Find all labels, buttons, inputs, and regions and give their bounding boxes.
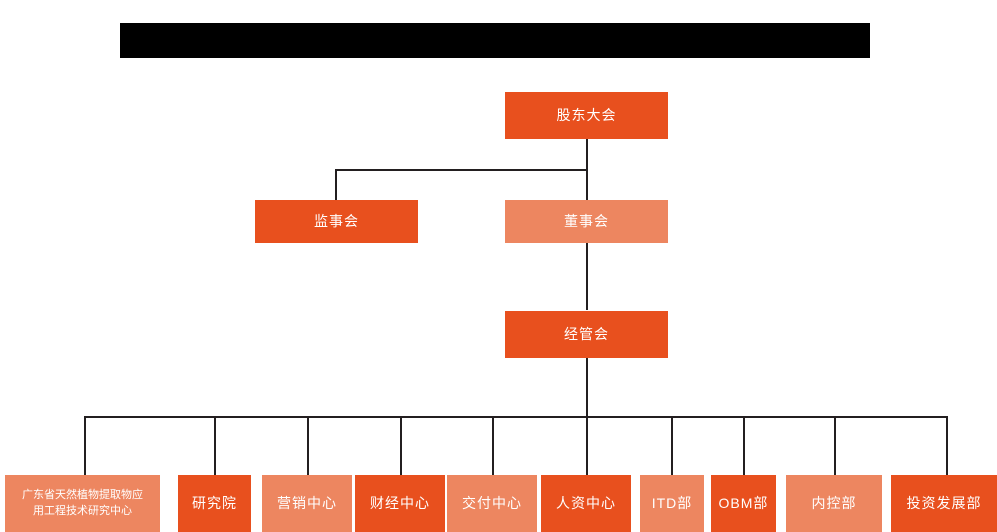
connector-to-board-of-directors: [586, 169, 588, 200]
node-gd-research-center[interactable]: 广东省天然植物提取物应用工程技术研究中心: [5, 475, 160, 532]
node-marketing-center-label: 营销中心: [277, 495, 337, 512]
node-board-of-directors[interactable]: 董事会: [505, 200, 668, 243]
node-research-institute[interactable]: 研究院: [178, 475, 251, 532]
node-investment-development-department[interactable]: 投资发展部: [891, 475, 997, 532]
connector-directors-to-management: [586, 243, 588, 310]
node-gd-research-center-line1: 广东省天然植物提取物应: [22, 488, 143, 501]
connector-to-marketing-center: [307, 416, 309, 475]
node-board-of-supervisors[interactable]: 监事会: [255, 200, 418, 243]
connector-to-obm-department: [743, 416, 745, 475]
node-finance-center[interactable]: 财经中心: [355, 475, 445, 532]
redacted-title-banner: [120, 23, 870, 58]
node-hr-center[interactable]: 人资中心: [541, 475, 631, 532]
node-investment-development-department-label: 投资发展部: [906, 495, 982, 512]
node-board-of-supervisors-label: 监事会: [314, 213, 359, 230]
connector-to-internal-control-department: [834, 416, 836, 475]
node-finance-center-label: 财经中心: [370, 495, 430, 512]
connector-to-itd-department: [671, 416, 673, 475]
node-internal-control-department-label: 内控部: [811, 495, 857, 512]
node-management-committee[interactable]: 经管会: [505, 311, 668, 358]
connector-shareholders-stem: [586, 139, 588, 170]
node-hr-center-label: 人资中心: [556, 495, 616, 512]
node-shareholders-meeting-label: 股东大会: [556, 107, 617, 124]
node-gd-research-center-label: 广东省天然植物提取物应用工程技术研究中心: [18, 488, 147, 520]
connector-to-delivery-center: [492, 416, 494, 475]
connector-management-stem: [586, 358, 588, 416]
node-gd-research-center-line2: 用工程技术研究中心: [33, 504, 132, 517]
node-itd-department-label: ITD部: [651, 495, 693, 512]
node-obm-department[interactable]: OBM部: [711, 475, 776, 532]
connector-to-board-of-supervisors: [335, 169, 337, 200]
connector-to-research-institute: [214, 416, 216, 475]
node-delivery-center[interactable]: 交付中心: [447, 475, 537, 532]
node-management-committee-label: 经管会: [564, 326, 609, 343]
connector-to-gd-research-center: [84, 416, 86, 475]
connector-to-investment-development-department: [946, 416, 948, 475]
node-shareholders-meeting[interactable]: 股东大会: [505, 92, 668, 139]
node-internal-control-department[interactable]: 内控部: [786, 475, 882, 532]
node-research-institute-label: 研究院: [192, 495, 237, 512]
connector-to-finance-center: [400, 416, 402, 475]
node-board-of-directors-label: 董事会: [564, 213, 609, 230]
node-marketing-center[interactable]: 营销中心: [262, 475, 352, 532]
node-delivery-center-label: 交付中心: [462, 495, 522, 512]
connector-to-hr-center: [586, 416, 588, 475]
node-itd-department[interactable]: ITD部: [640, 475, 704, 532]
node-obm-department-label: OBM部: [718, 495, 769, 512]
redacted-title-text: [120, 23, 870, 58]
connector-governance-bus: [335, 169, 588, 171]
connector-department-bus: [84, 416, 948, 418]
